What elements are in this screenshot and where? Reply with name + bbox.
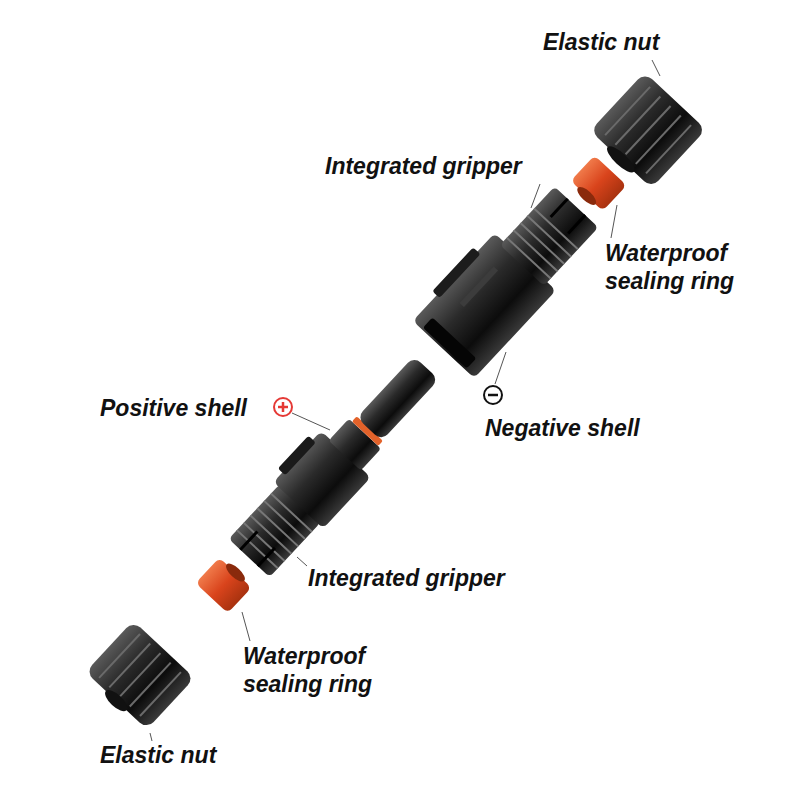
negative-shell [408,174,607,378]
part-label: Negative shell [485,414,705,442]
plus-symbol [274,398,292,416]
part-label: Positive shell [100,394,280,422]
part-label: Elastic nut [100,741,300,769]
part-label: Integrated gripper [325,152,565,180]
positive-shell [220,341,451,582]
part-label: Waterproof sealing ring [605,239,755,295]
sealing-ring [196,554,255,613]
elastic-nut [586,72,706,192]
part-label: Integrated gripper [308,564,568,592]
elastic-nut [81,621,194,734]
part-label: Waterproof sealing ring [243,642,393,698]
minus-symbol [484,386,502,404]
part-label: Elastic nut [543,28,743,56]
